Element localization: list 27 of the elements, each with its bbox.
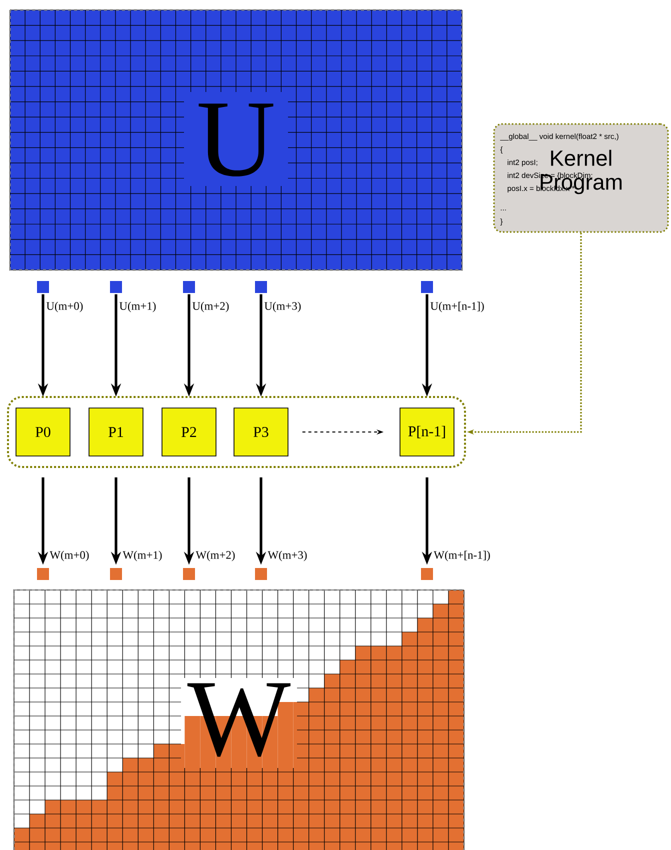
processor-box: P1 [88, 408, 144, 456]
edge-label: U(m+[n-1]) [430, 301, 485, 313]
processor-group [7, 396, 466, 468]
matrix-grid: U [9, 9, 463, 271]
element-square [255, 568, 267, 580]
processor-box: P[n-1] [400, 408, 454, 456]
edge-label: W(m+3) [267, 550, 308, 562]
processor-box: P3 [234, 408, 288, 456]
edge-label: U(m+3) [264, 301, 302, 313]
element-square [37, 568, 49, 580]
edge-label: W(m+2) [195, 550, 236, 562]
processor-box: P0 [16, 408, 70, 456]
edge-label: U(m+0) [46, 301, 84, 313]
element-square [421, 568, 433, 580]
edge-label: W(m+[n-1]) [433, 550, 491, 562]
element-square [421, 281, 433, 293]
element-square [183, 568, 195, 580]
processor-box: P2 [162, 408, 216, 456]
edge-label: W(m+1) [122, 550, 163, 562]
edge-label: U(m+2) [192, 301, 230, 313]
element-square [37, 281, 49, 293]
edge-label: W(m+0) [49, 550, 90, 562]
element-square [110, 568, 122, 580]
element-square [110, 281, 122, 293]
edge-label: U(m+1) [118, 301, 157, 313]
element-square [183, 281, 195, 293]
element-square [255, 281, 267, 293]
